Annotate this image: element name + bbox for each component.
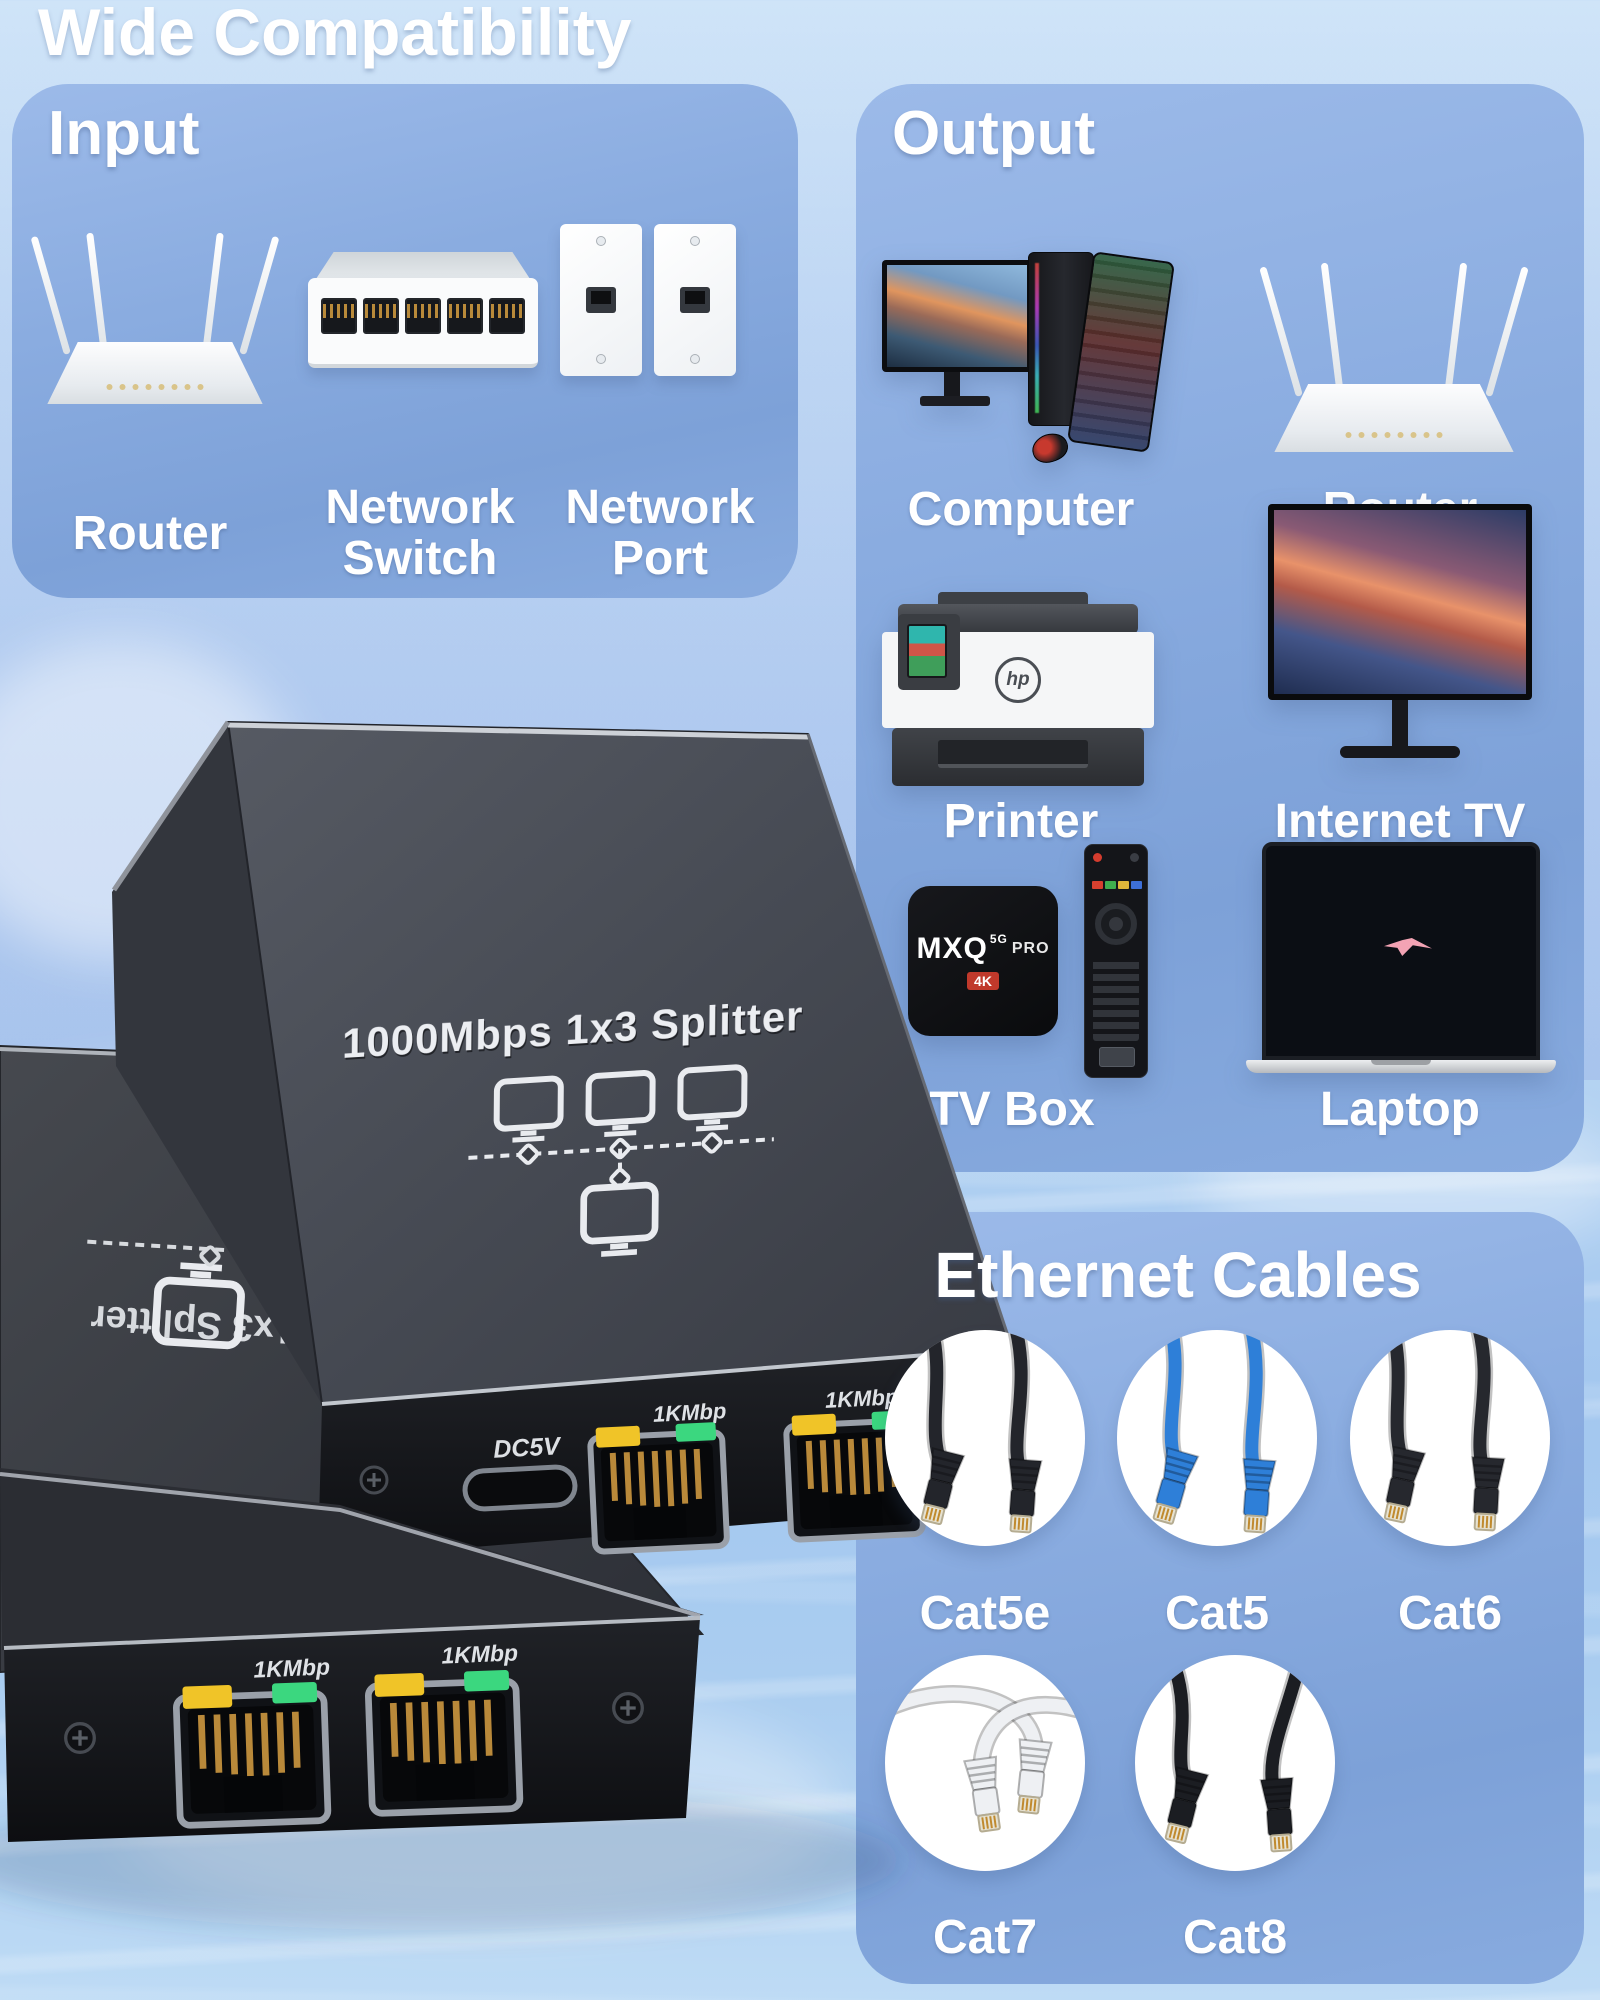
cable-svg (1377, 1330, 1506, 1532)
network-switch-icon (308, 252, 538, 372)
router-antenna (1443, 262, 1468, 405)
router-body (47, 342, 263, 404)
remote-color-buttons (1092, 881, 1142, 889)
wallplate-screw (690, 354, 700, 364)
printer-icon: hp (882, 592, 1154, 792)
input-panel: Input Router Network Switch Network Port (12, 84, 798, 598)
cable-svg (885, 1685, 1085, 1834)
cloud (120, 1690, 840, 1930)
printer-tray (938, 740, 1088, 768)
wallplate-jack (680, 287, 710, 313)
remote-control-icon (1084, 844, 1148, 1078)
ethernet-panel-title: Ethernet Cables (934, 1239, 1422, 1311)
output-panel: Output Computer Router hp Pri (856, 84, 1584, 1172)
wallplate-screw (596, 236, 606, 246)
printer-logo: hp (995, 657, 1041, 703)
router-antenna (239, 235, 280, 355)
computer-monitor (882, 260, 1032, 372)
router-body (1274, 384, 1514, 452)
wallplate-jack (586, 287, 616, 313)
tv-stand (1392, 700, 1408, 746)
laptop-base (1246, 1060, 1556, 1073)
router-leds (1345, 432, 1443, 438)
laptop-icon (1246, 842, 1556, 1086)
output-item-label-laptop: Laptop (1320, 1083, 1480, 1136)
laptop-notch (1371, 1060, 1431, 1065)
remote-dpad (1095, 903, 1137, 945)
computer-monitor-base (920, 396, 990, 406)
router-antenna (1485, 266, 1529, 397)
cable-svg (1158, 1655, 1312, 1854)
output-panel-title: Output (892, 99, 1096, 168)
remote-power-button (1093, 853, 1102, 862)
internet-tv-icon (1268, 504, 1532, 776)
wallplate (560, 224, 642, 376)
input-item-label-router: Router (72, 507, 228, 560)
printer-control-panel (898, 614, 960, 690)
router-antenna (1320, 262, 1345, 405)
remote-number-keys (1093, 957, 1139, 1041)
router-antenna (30, 235, 71, 355)
input-item-label-switch: Network Switch (325, 481, 515, 586)
tv-base (1340, 746, 1460, 758)
cable-svg (914, 1330, 1043, 1535)
cloud (0, 640, 300, 960)
tv-box-5g-badge: 5G (989, 932, 1008, 946)
remote-ok-button (1109, 917, 1123, 931)
device-top-bevel (227, 722, 809, 740)
router-icon-output (1256, 262, 1532, 452)
cable-image-cat8 (1135, 1655, 1335, 1871)
switch-top (314, 252, 532, 282)
tv-box-brand-suffix: PRO (1011, 940, 1050, 957)
cable-label-cat5e: Cat5e (919, 1587, 1051, 1640)
router-antenna (1259, 266, 1303, 397)
computer-icon (882, 251, 1175, 467)
remote-bottom-key (1099, 1047, 1135, 1067)
ethernet-panel-content: Ethernet Cables Cat5e Cat5 Cat6 (856, 1212, 1584, 1984)
wallplate-screw (690, 236, 700, 246)
cable-image-cat6 (1350, 1330, 1550, 1546)
output-item-label-internet-tv: Internet TV (1274, 795, 1526, 848)
output-item-label-printer: Printer (943, 795, 1099, 848)
cable-label-cat7: Cat7 (932, 1911, 1038, 1964)
splitter-top-label: 1000Mbps 1x3 Splitter (342, 992, 804, 1067)
cable-label-cat8: Cat8 (1182, 1911, 1288, 1964)
wallplate-screw (596, 354, 606, 364)
router-icon (30, 232, 280, 404)
page-title: Wide Compatibility (38, 0, 632, 69)
output-item-label-computer: Computer (907, 483, 1135, 536)
tv-box-4k-badge: 4K (967, 972, 999, 990)
computer-monitor-stand (944, 372, 960, 396)
tv-screen (1268, 504, 1532, 700)
cable-label-cat5: Cat5 (1164, 1587, 1270, 1640)
cable-svg (1146, 1330, 1277, 1535)
input-item-label-port: Network Port (565, 481, 755, 586)
remote-input-button (1130, 853, 1139, 862)
cable-label-cat6: Cat6 (1397, 1587, 1503, 1640)
output-item-label-tv-box: TV Box (929, 1083, 1095, 1136)
laptop-screen (1262, 842, 1540, 1060)
network-port-icon (560, 224, 744, 384)
tv-box-brand: MXQ (916, 932, 988, 965)
cable-image-cat7 (885, 1655, 1085, 1871)
cable-image-cat5e (885, 1330, 1085, 1546)
router-leds (106, 384, 204, 390)
cable-image-cat5 (1117, 1330, 1317, 1546)
computer-mouse (1028, 429, 1072, 467)
wallplate (654, 224, 736, 376)
input-panel-title: Input (48, 99, 200, 168)
switch-ports (308, 298, 538, 334)
